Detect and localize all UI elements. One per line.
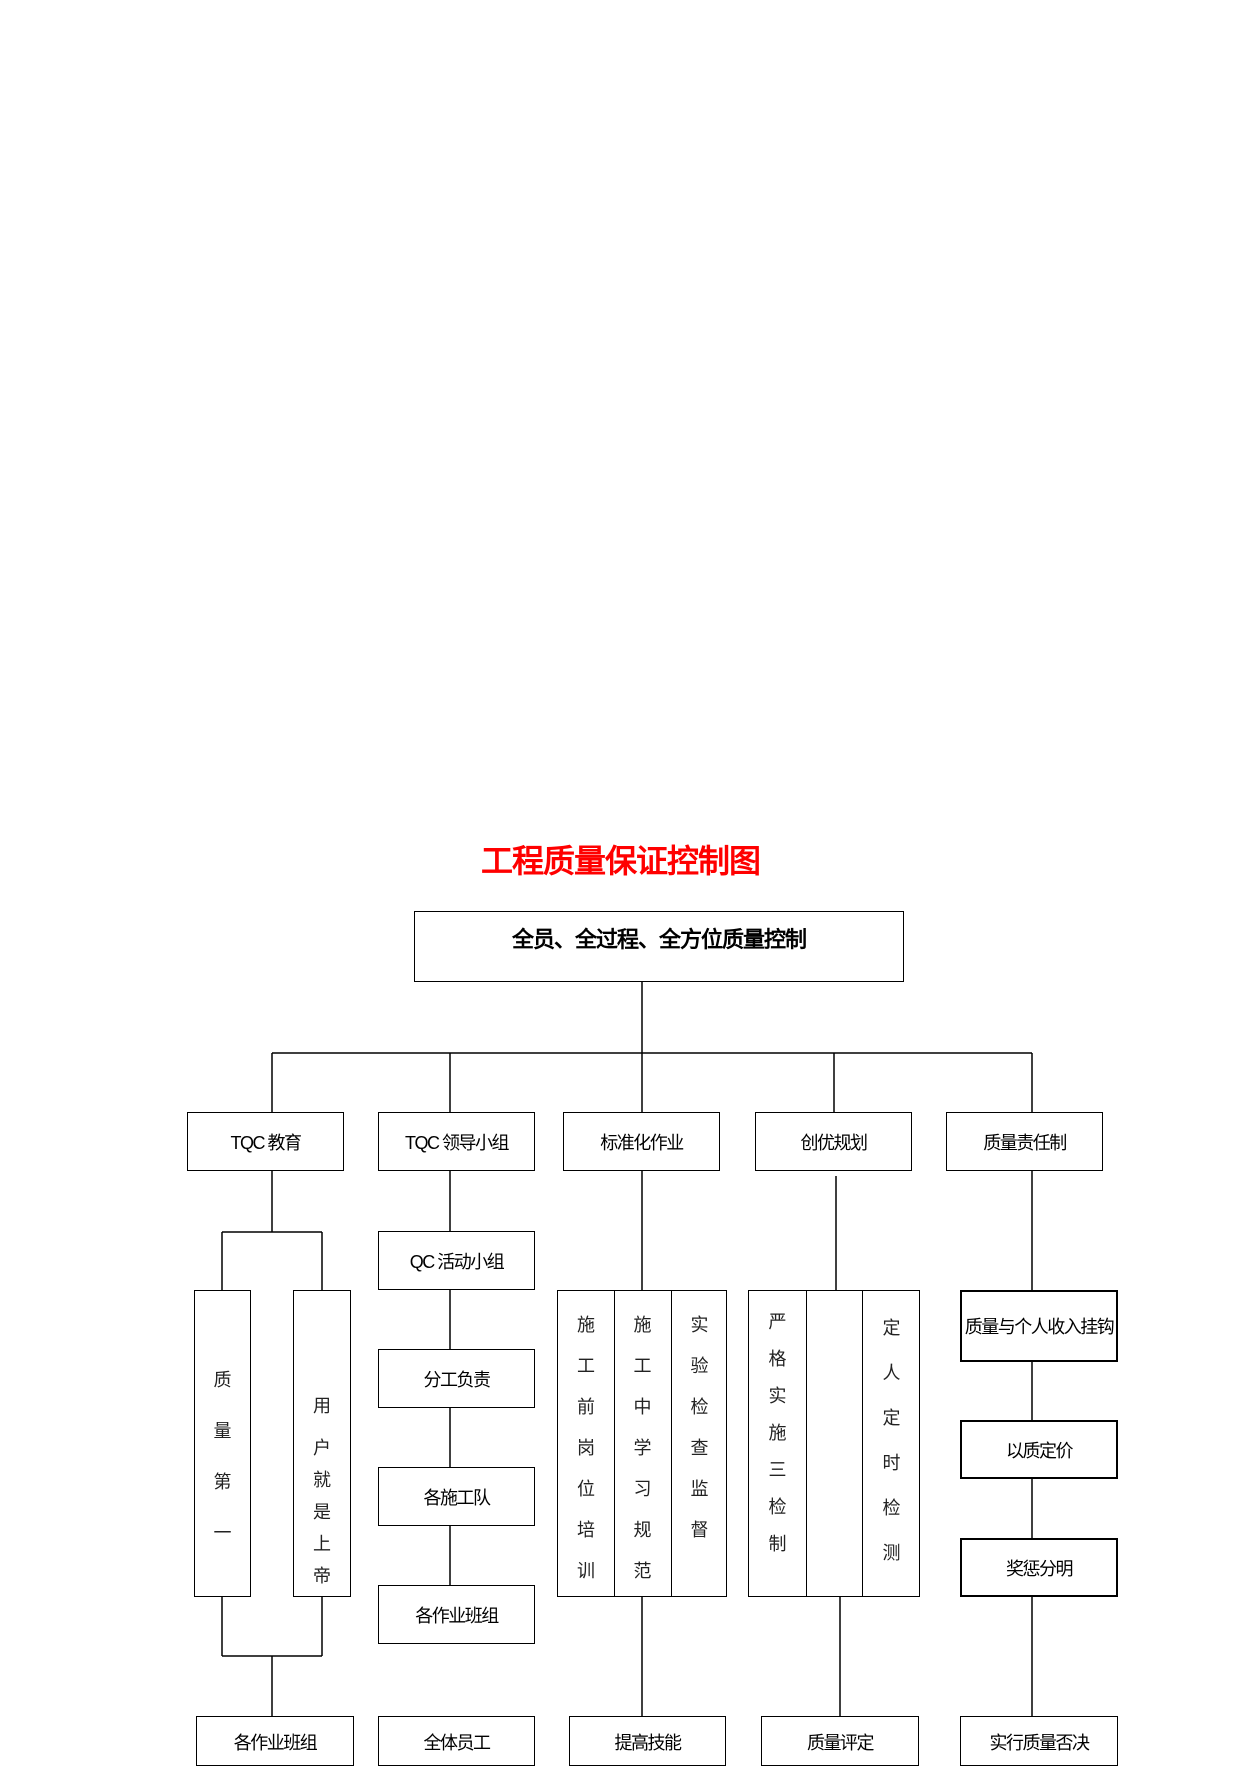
level1-standardized-work: 标准化作业	[563, 1112, 720, 1171]
vchar: 就	[313, 1470, 331, 1490]
vchar: 施	[577, 1315, 595, 1335]
level1-tqc-leadership: TQC 领导小组	[378, 1112, 535, 1171]
vchar: 上	[313, 1534, 331, 1554]
vchar: 岗	[577, 1438, 595, 1458]
vchar: 第	[213, 1472, 232, 1492]
vchar: 前	[577, 1397, 595, 1417]
vchar: 制	[768, 1534, 787, 1554]
vchar: 量	[213, 1421, 232, 1441]
qc-activity-group: QC 活动小组	[378, 1231, 535, 1290]
reward-penalty-box: 奖惩分明	[960, 1538, 1118, 1597]
vchar: 检	[690, 1397, 709, 1417]
vchar: 定	[882, 1318, 901, 1338]
vchar: 中	[633, 1397, 652, 1417]
vchar: 时	[882, 1453, 901, 1473]
vchar: 查	[690, 1438, 709, 1458]
customer-is-god-box: 用 户 就 是 上 帝	[293, 1290, 351, 1597]
vchar: 范	[633, 1561, 652, 1581]
vchar: 质	[213, 1370, 232, 1390]
work-groups: 各作业班组	[378, 1585, 535, 1644]
vchar: 培	[577, 1520, 595, 1540]
vchar: 验	[690, 1356, 709, 1376]
bottom-quality-veto: 实行质量否决	[960, 1716, 1118, 1766]
level1-quality-responsibility: 质量责任制	[946, 1112, 1103, 1171]
vchar: 是	[313, 1502, 331, 1522]
vchar: 检	[768, 1497, 787, 1517]
vchar: 人	[882, 1363, 901, 1383]
vchar: 三	[768, 1460, 787, 1480]
vchar: 实	[768, 1386, 787, 1406]
price-by-quality-box: 以质定价	[960, 1420, 1118, 1479]
vchar: 督	[690, 1520, 709, 1540]
bottom-improve-skills: 提高技能	[569, 1716, 726, 1766]
inspection-detail-box: 严 格 实 施 三 检 制 定 人 定 时 检 测	[748, 1290, 920, 1597]
diagram-title: 工程质量保证控制图	[480, 843, 761, 879]
vchar: 工	[633, 1356, 652, 1376]
standard-work-detail-box: 施 工 前 岗 位 培 训 施 工 中 学 习 规 范 实 验 检 查 监 督	[557, 1290, 727, 1597]
vchar: 帝	[313, 1566, 331, 1586]
vchar: 一	[213, 1523, 232, 1543]
vchar: 实	[690, 1315, 709, 1335]
bottom-quality-evaluation: 质量评定	[761, 1716, 919, 1766]
income-link-box: 质量与个人收入挂钩	[960, 1290, 1118, 1362]
division-responsibility: 分工负责	[378, 1349, 535, 1408]
root-box: 全员、全过程、全方位质量控制	[414, 911, 904, 982]
vchar: 工	[577, 1356, 595, 1376]
vchar: 施	[768, 1423, 787, 1443]
vchar: 学	[633, 1438, 652, 1458]
vchar: 用	[313, 1396, 331, 1416]
vchar: 施	[633, 1315, 652, 1335]
vchar: 位	[577, 1479, 595, 1499]
construction-teams: 各施工队	[378, 1467, 535, 1526]
quality-first-box: 质 量 第 一	[194, 1290, 251, 1597]
vchar: 训	[577, 1561, 595, 1581]
vchar: 监	[690, 1479, 709, 1499]
vchar: 户	[313, 1438, 331, 1458]
level1-tqc-education: TQC 教育	[187, 1112, 344, 1171]
level1-excellence-plan: 创优规划	[755, 1112, 912, 1171]
vchar: 严	[768, 1312, 787, 1332]
vchar: 检	[882, 1498, 901, 1518]
bottom-work-groups: 各作业班组	[196, 1716, 354, 1766]
vchar: 测	[882, 1543, 901, 1563]
vchar: 定	[882, 1408, 901, 1428]
vchar: 习	[633, 1479, 652, 1499]
vchar: 格	[768, 1349, 787, 1369]
bottom-all-staff: 全体员工	[378, 1716, 535, 1766]
vchar: 规	[633, 1520, 652, 1540]
